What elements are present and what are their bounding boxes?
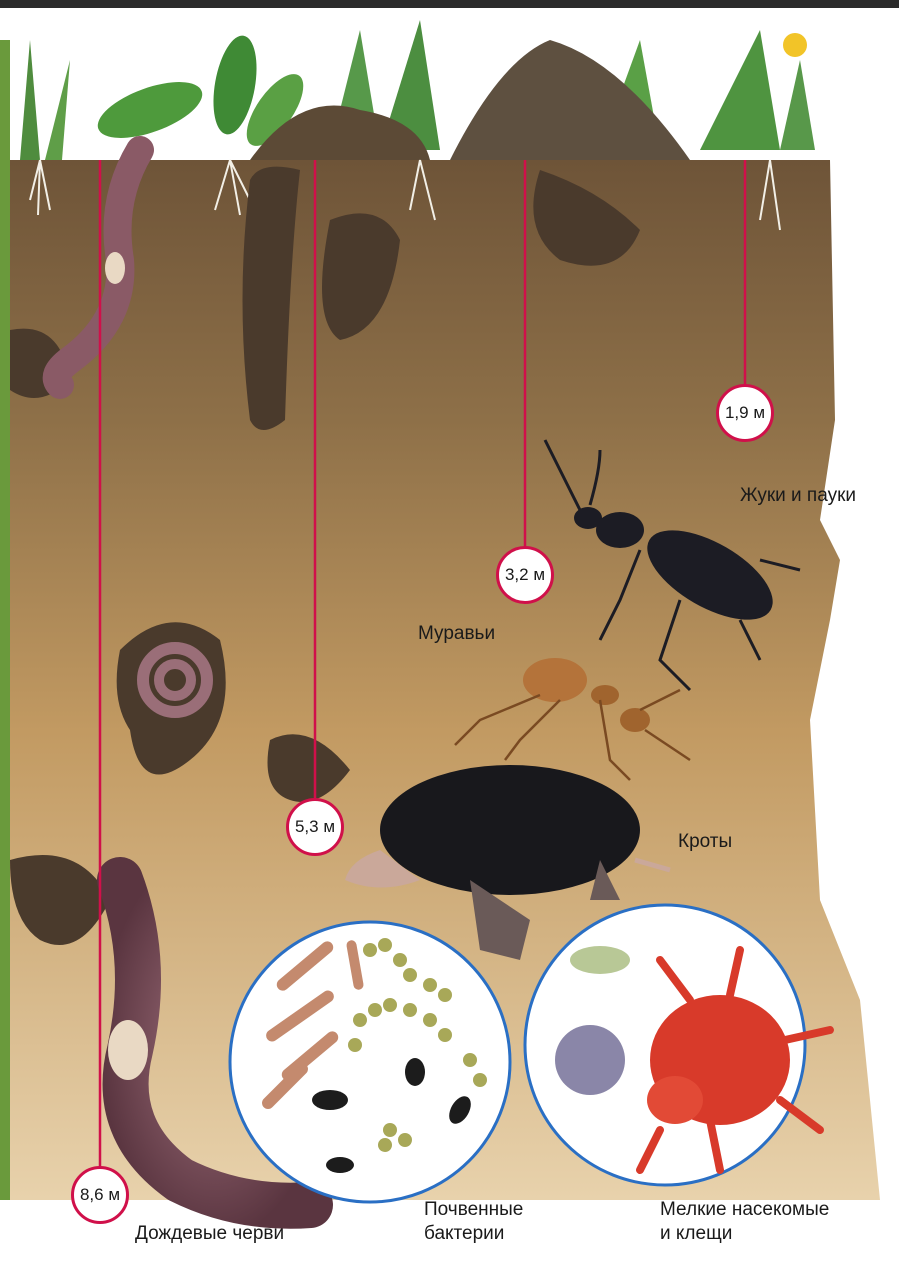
label-ants: Муравьи: [418, 622, 495, 646]
label-insects-1: Мелкие насекомые: [660, 1198, 829, 1222]
label-insects-2: и клещи: [660, 1222, 732, 1246]
label-beetles-spiders: Жуки и пауки: [740, 484, 856, 508]
label-bacteria-1: Почвенные: [424, 1198, 523, 1222]
bacteria-circle: [230, 922, 510, 1202]
depth-badge-worms: 8,6 м: [71, 1166, 129, 1224]
label-moles: Кроты: [678, 830, 732, 854]
depth-badge-ants: 3,2 м: [496, 546, 554, 604]
label-bacteria-2: бактерии: [424, 1222, 504, 1246]
depth-badge-beetles: 1,9 м: [716, 384, 774, 442]
depth-badge-moles: 5,3 м: [286, 798, 344, 856]
label-worms: Дождевые черви: [135, 1222, 284, 1246]
